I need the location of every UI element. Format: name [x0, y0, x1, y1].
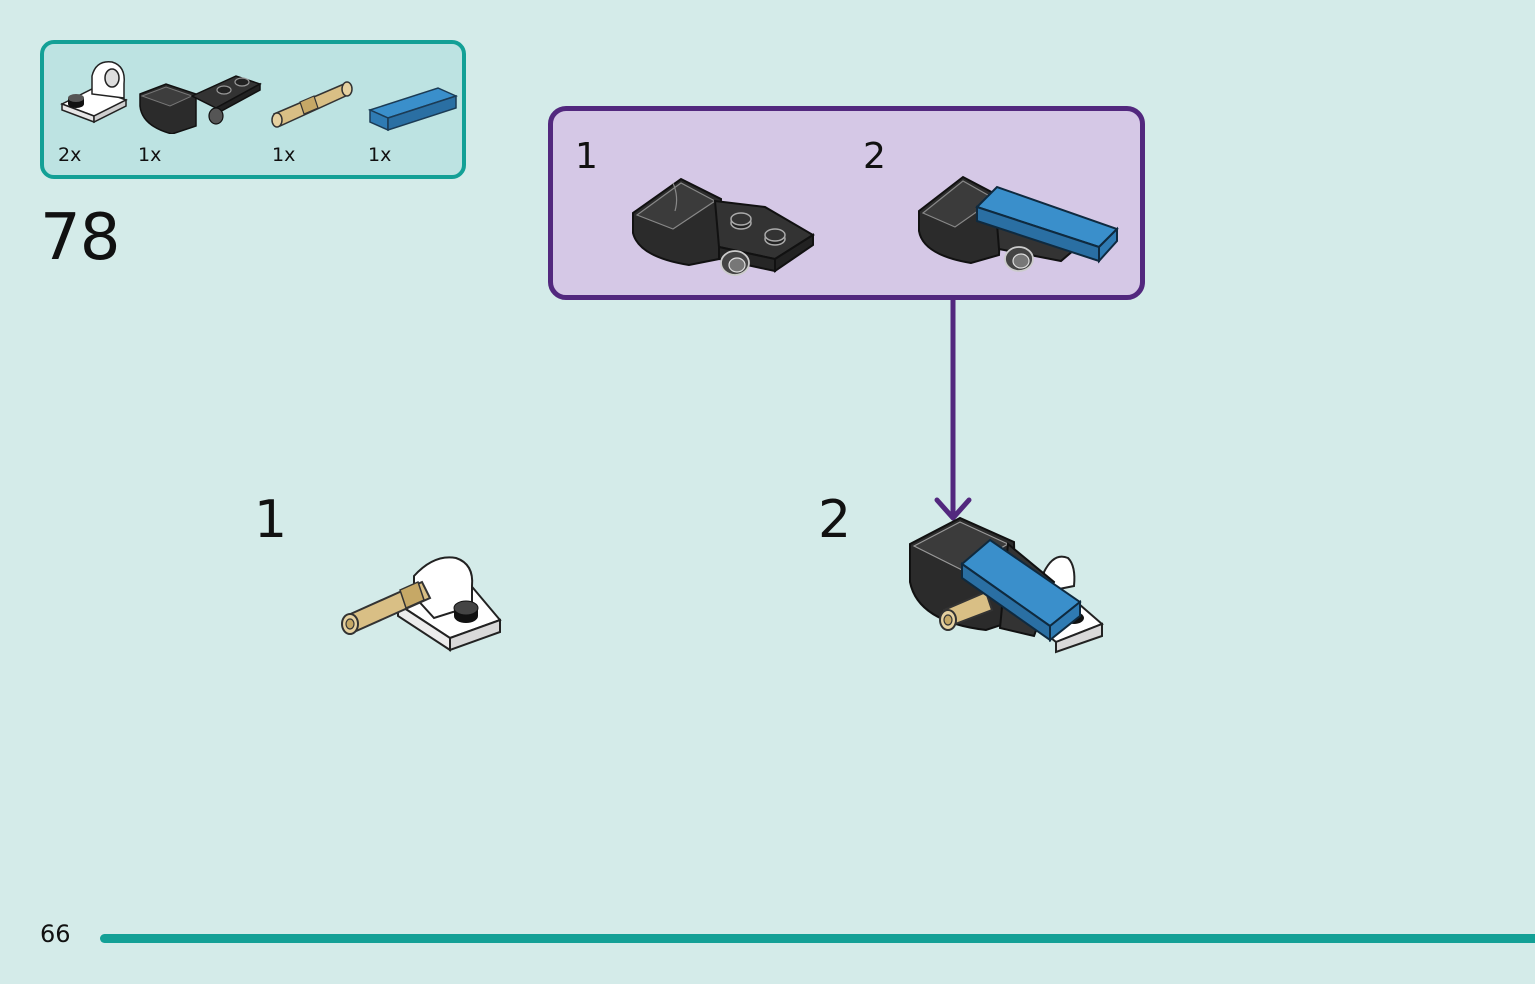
subassembly-callout: 1 2 — [548, 106, 1145, 300]
part-qty-3: 1x — [272, 144, 296, 166]
part-tan-pin — [270, 74, 356, 134]
main-step-1-model — [341, 556, 502, 652]
main-step-1-label: 1 — [254, 490, 288, 550]
part-white-bracket — [56, 54, 128, 124]
substep-2-label: 2 — [863, 136, 886, 177]
main-step-2-model — [909, 516, 1104, 654]
blue-tile-icon — [367, 87, 458, 132]
step-number: 78 — [40, 201, 120, 275]
substep-1-model — [632, 177, 815, 276]
page-number: 66 — [40, 920, 71, 948]
part-qty-4: 1x — [368, 144, 392, 166]
substep-2-model — [918, 175, 1119, 272]
part-blue-tile — [366, 84, 458, 136]
parts-list: 2x 1x 1x 1x — [40, 40, 466, 179]
white-bracket-icon — [60, 61, 128, 124]
tan-pin-icon — [271, 81, 353, 128]
main-step-2-label: 2 — [818, 490, 852, 550]
footer-bar — [100, 934, 1535, 943]
black-bucket-plate-icon — [139, 75, 262, 134]
substep-1-label: 1 — [575, 136, 598, 177]
part-black-bucket-plate — [136, 54, 262, 134]
part-qty-1: 2x — [58, 144, 82, 166]
part-qty-2: 1x — [138, 144, 162, 166]
